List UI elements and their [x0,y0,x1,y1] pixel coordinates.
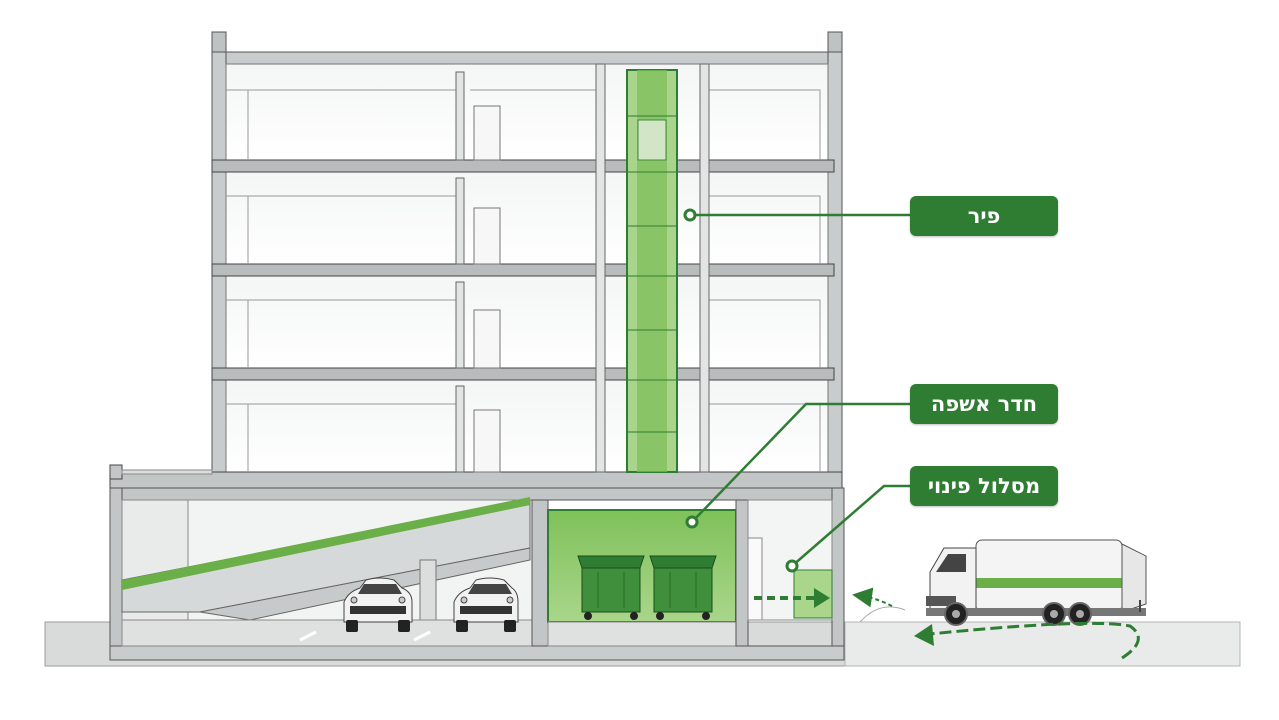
collection-route-arrows [754,587,1140,660]
building-structure [109,31,843,489]
waste-bin-2 [649,555,717,620]
label-refuse-room-text: חדר אשפה [930,392,1038,416]
waste-bin-1 [577,555,645,620]
parked-car-1 [343,577,413,632]
label-refuse-room: חדר אשפה [910,384,1058,424]
label-collection-route: מסלול פינוי [910,466,1058,506]
label-shaft: פיר [910,196,1058,236]
garbage-chute-shaft [626,69,678,473]
label-shaft-text: פיר [967,204,1001,228]
garbage-truck [926,539,1147,626]
parked-car-2 [453,577,519,632]
callout-leaders [683,208,910,573]
label-collection-route-text: מסלול פינוי [927,474,1041,498]
basement [109,487,845,661]
